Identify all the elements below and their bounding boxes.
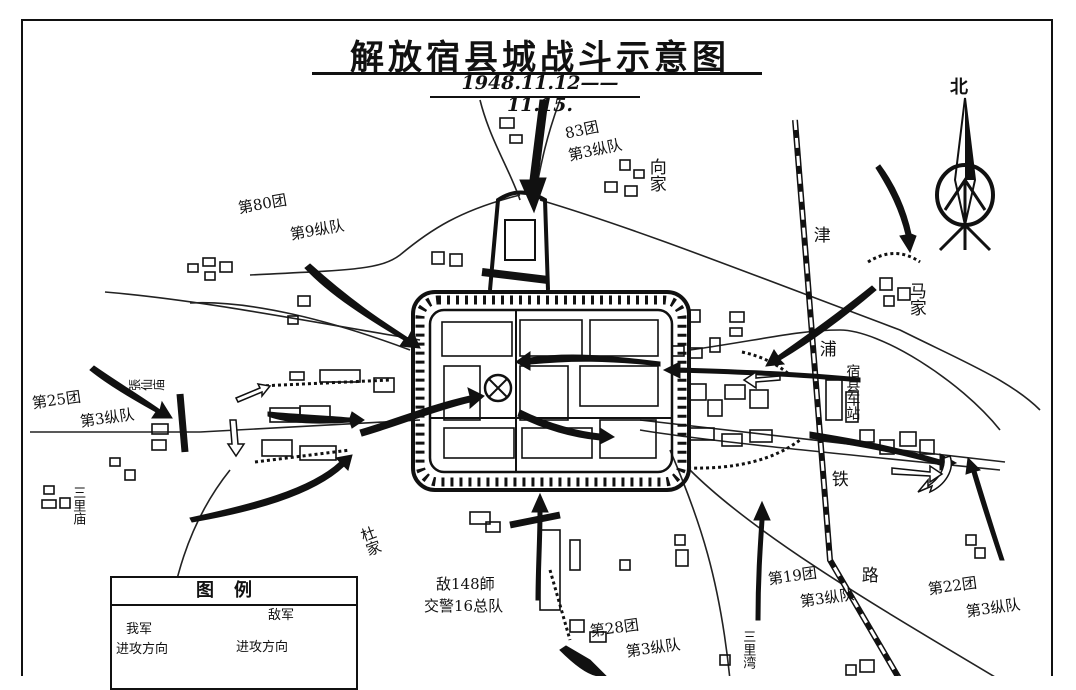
map-frame: 解放宿县城战斗示意图 1948.11.12——11.15. 北 83团 第3纵队… xyxy=(21,19,1053,690)
label-san-li-wan: 三里湾 xyxy=(740,630,756,669)
city-wall xyxy=(411,290,691,492)
railway xyxy=(792,119,902,676)
legend-enemy-direction: 进攻方向 xyxy=(236,640,289,655)
label-jin: 津 xyxy=(809,226,830,243)
label-ma-jia: 马家 xyxy=(905,282,926,316)
north-annex xyxy=(481,190,550,291)
legend-ours-label: 我军 xyxy=(126,622,153,637)
label-xiang-jia: 向家 xyxy=(645,158,666,192)
enemy-arrows xyxy=(226,370,952,494)
map-title: 解放宿县城战斗示意图 xyxy=(350,38,730,78)
label-tie: 铁 xyxy=(827,470,848,487)
label-enemy-police: 交警16总队 xyxy=(424,597,504,615)
label-enemy-148: 敌148師 xyxy=(436,575,495,593)
legend-ours-direction: 进攻方向 xyxy=(116,642,169,657)
our-attack-arrows xyxy=(89,99,1005,676)
date-underline xyxy=(430,96,640,98)
north-compass-icon xyxy=(935,97,995,252)
city-blocks xyxy=(430,310,672,472)
label-san-li-miao: 三里庙 xyxy=(70,486,86,525)
enemy-barriers xyxy=(176,393,561,529)
map-border xyxy=(21,19,1053,676)
label-pu: 浦 xyxy=(815,340,836,357)
label-zhang-xian-miao: 張仙庙 xyxy=(128,378,165,393)
city-center-mark xyxy=(483,373,513,403)
legend-title: 图例 xyxy=(112,578,356,606)
title-underline xyxy=(312,72,762,75)
label-su-xian-station: 宿县车站 xyxy=(844,364,861,420)
label-lu: 路 xyxy=(857,566,878,583)
north-label: 北 xyxy=(950,77,968,98)
legend-enemy-label: 敌军 xyxy=(268,608,295,623)
map-date: 1948.11.12——11.15. xyxy=(461,72,619,116)
map-legend: 图例 我军 进攻方向 敌军 进攻方向 xyxy=(110,576,358,690)
